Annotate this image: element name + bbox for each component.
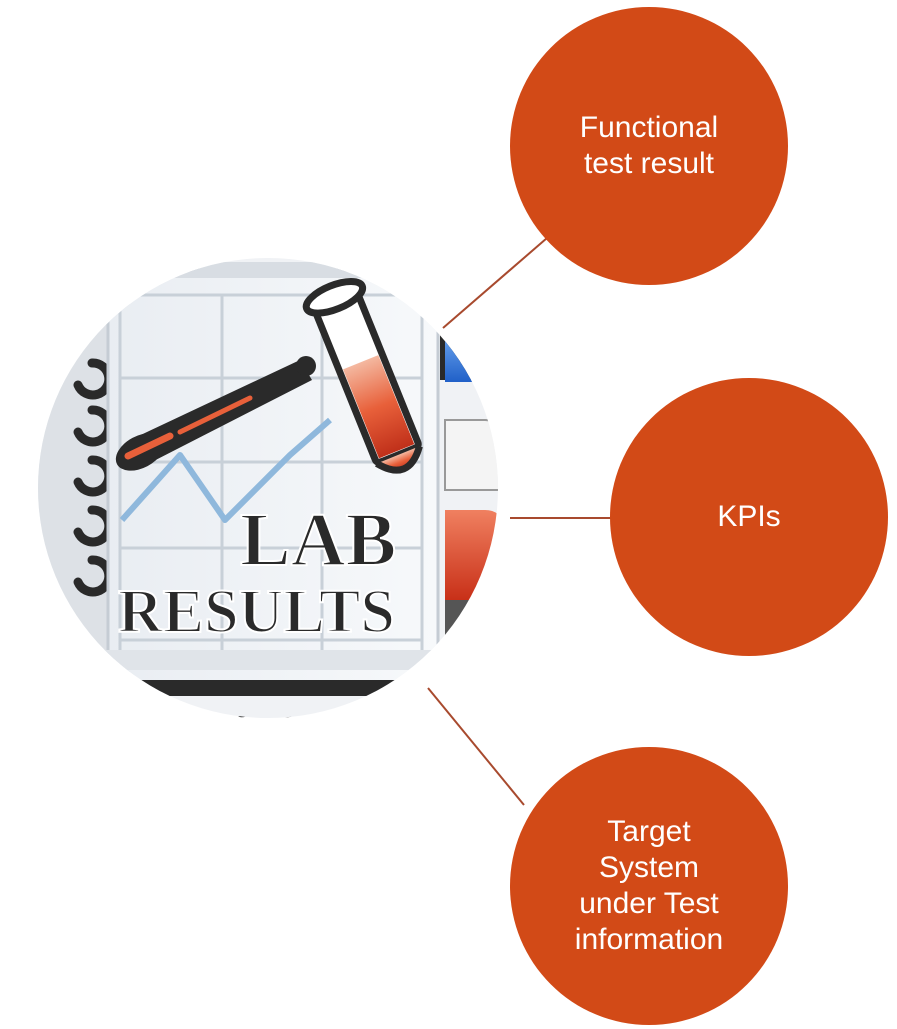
spiral-rings bbox=[73, 358, 114, 597]
node-kpis-label: KPIs bbox=[717, 500, 781, 533]
node-target-label: Target System under Test information bbox=[574, 815, 724, 956]
node-target-system: Target System under Test information bbox=[510, 747, 788, 1025]
connector-target bbox=[427, 687, 525, 806]
node-functional-test-result: Functional test result bbox=[510, 7, 788, 285]
connector-functional bbox=[442, 237, 548, 329]
results-word: RESULTS bbox=[118, 578, 395, 646]
lab-word: LAB bbox=[240, 498, 396, 582]
test-tube-icon bbox=[302, 277, 423, 474]
pipette-icon bbox=[115, 356, 316, 471]
node-functional-label: Functional test result bbox=[579, 111, 719, 180]
node-kpis: KPIs bbox=[610, 378, 888, 656]
